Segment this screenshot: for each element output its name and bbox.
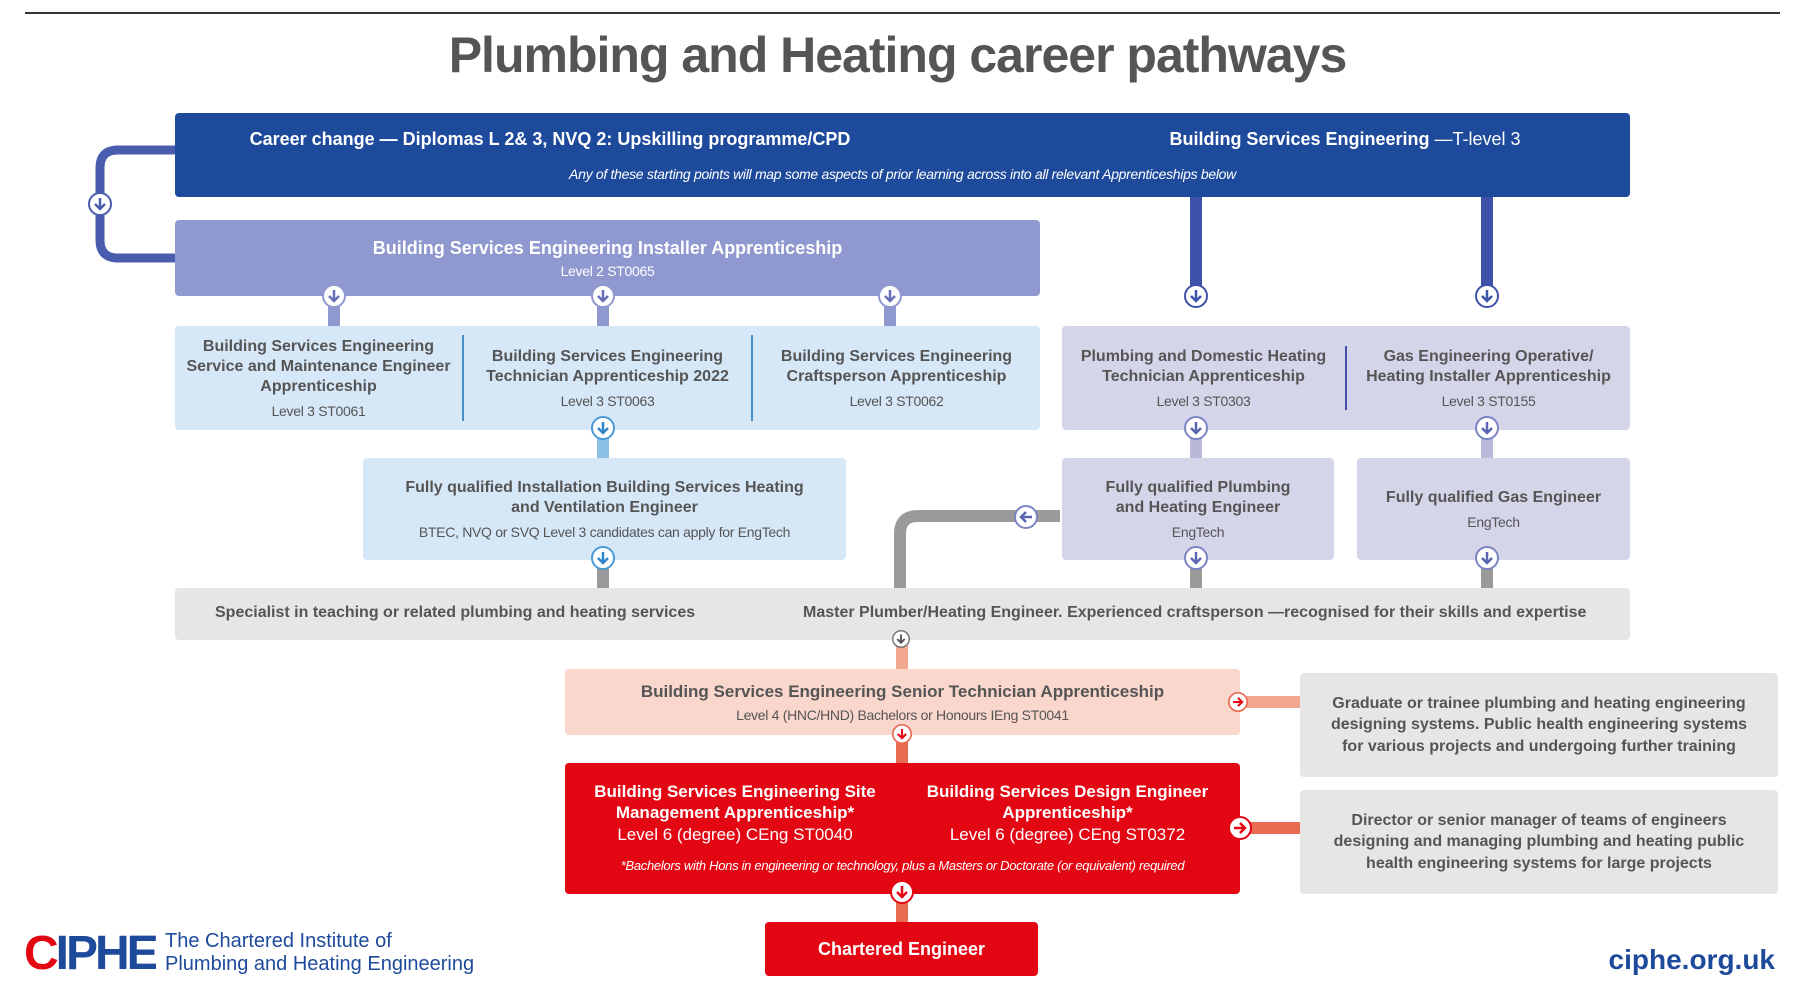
senior-technician-apprenticeship: Building Services Engineering Senior Tec…	[565, 669, 1240, 735]
arrow-down-icon	[1475, 546, 1499, 570]
arrow-down-icon	[591, 284, 615, 308]
design-engineer-sub: Level 6 (degree) CEng ST0372	[949, 825, 1186, 845]
gas-operative-apprenticeship: Gas Engineering Operative/ Heating Insta…	[1347, 326, 1630, 430]
plumbing-domestic-sub: Level 3 ST0303	[1156, 393, 1251, 409]
top-rule	[25, 12, 1780, 14]
banner-note: Any of these starting points will map so…	[569, 166, 1236, 182]
website-link[interactable]: ciphe.org.uk	[1608, 944, 1775, 975]
graduate-trainee-text: Graduate or trainee plumbing and heating…	[1330, 694, 1748, 755]
arrow-down-icon	[890, 880, 914, 904]
org-name-line1: The Chartered Institute of	[165, 930, 392, 952]
site-management-sub: Level 6 (degree) CEng ST0040	[617, 825, 853, 845]
fq-plumbing-sub: EngTech	[1171, 524, 1225, 540]
craftsperson-title: Building Services Engineering Craftspers…	[780, 348, 1013, 385]
divider	[751, 335, 753, 421]
level3-blue-group: Building Services Engineering Service an…	[175, 326, 1040, 430]
chartered-engineer: Chartered Engineer	[765, 922, 1038, 976]
site-management-title: Building Services Engineering Site Manag…	[594, 781, 876, 822]
arrow-down-icon	[1475, 284, 1499, 308]
fq-installation-title: Fully qualified Installation Building Se…	[405, 479, 804, 516]
technician-sub: Level 3 ST0063	[560, 393, 655, 409]
senior-technician-title: Building Services Engineering Senior Tec…	[640, 682, 1165, 702]
fq-installation-engineer: Fully qualified Installation Building Se…	[363, 458, 846, 560]
craftsperson-sub: Level 3 ST0062	[849, 393, 944, 409]
bse-label: Building Services Engineering	[1169, 129, 1430, 149]
tlevel-label: —T-level 3	[1429, 129, 1521, 149]
arrow-right-icon	[1228, 816, 1252, 840]
master-plumber-label: Master Plumber/Heating Engineer. Experie…	[803, 604, 1587, 621]
senior-technician-sub: Level 4 (HNC/HND) Bachelors or Honours I…	[736, 706, 1069, 723]
arrow-down-icon	[591, 416, 615, 440]
installer-apprenticeship: Building Services Engineering Installer …	[175, 220, 1040, 296]
arrow-down-icon	[878, 284, 902, 308]
arrow-down-icon	[1184, 416, 1208, 440]
service-maintenance-apprenticeship: Building Services Engineering Service an…	[175, 326, 462, 430]
arrow-left-icon	[1014, 505, 1038, 529]
level3-lavender-group: Plumbing and Domestic Heating Technician…	[1062, 326, 1630, 430]
plumbing-domestic-title: Plumbing and Domestic Heating Technician…	[1080, 348, 1327, 385]
fq-gas-title: Fully qualified Gas Engineer	[1385, 489, 1602, 506]
arrow-down-icon	[1475, 416, 1499, 440]
org-name-line2: Plumbing and Heating Engineering	[165, 953, 475, 975]
service-maintenance-sub: Level 3 ST0061	[271, 403, 366, 419]
gas-operative-title: Gas Engineering Operative/ Heating Insta…	[1366, 348, 1611, 385]
site-management-apprenticeship: Building Services Engineering Site Manag…	[575, 777, 895, 849]
divider	[1345, 346, 1347, 410]
arrow-down-icon	[892, 724, 912, 744]
fq-plumbing-title: Fully qualified Plumbing and Heating Eng…	[1105, 479, 1291, 516]
arrow-down-icon	[591, 546, 615, 570]
arrow-down-icon	[88, 192, 112, 216]
level6-apprenticeships: Building Services Engineering Site Manag…	[565, 763, 1240, 894]
arrow-right-icon	[1228, 692, 1248, 712]
teaching-specialist-label: Specialist in teaching or related plumbi…	[215, 604, 696, 621]
director-box: Director or senior manager of teams of e…	[1300, 790, 1778, 894]
arrow-down-icon	[1184, 284, 1208, 308]
installer-sub: Level 2 ST0065	[560, 263, 655, 280]
arrow-down-icon	[322, 284, 346, 308]
craftsperson-apprenticeship: Building Services Engineering Craftspers…	[753, 326, 1040, 430]
org-name: The Chartered Institute of Plumbing and …	[165, 930, 474, 976]
fq-plumbing-engineer: Fully qualified Plumbing and Heating Eng…	[1062, 458, 1334, 560]
graduate-trainee-box: Graduate or trainee plumbing and heating…	[1300, 673, 1778, 777]
level6-note: *Bachelors with Hons in engineering or t…	[620, 858, 1185, 873]
ciphe-logo-text: CIPHE	[24, 926, 159, 980]
divider	[462, 335, 464, 421]
design-engineer-apprenticeship: Building Services Design Engineer Appren…	[905, 777, 1230, 849]
bse-tlevel-label: Building Services Engineering —T-level 3	[1075, 129, 1615, 150]
technician-apprenticeship: Building Services Engineering Technician…	[464, 326, 751, 430]
career-change-label: Career change — Diplomas L 2& 3, NVQ 2: …	[249, 129, 851, 149]
chartered-engineer-label: Chartered Engineer	[817, 938, 986, 959]
plumbing-domestic-apprenticeship: Plumbing and Domestic Heating Technician…	[1062, 326, 1345, 430]
design-engineer-title: Building Services Design Engineer Appren…	[926, 781, 1209, 822]
fq-gas-engineer: Fully qualified Gas Engineer EngTech	[1357, 458, 1630, 560]
gas-operative-sub: Level 3 ST0155	[1441, 393, 1536, 409]
director-text: Director or senior manager of teams of e…	[1333, 811, 1745, 872]
fq-gas-sub: EngTech	[1467, 514, 1520, 530]
top-banner: Career change — Diplomas L 2& 3, NVQ 2: …	[175, 113, 1630, 197]
installer-title: Building Services Engineering Installer …	[372, 237, 843, 258]
ciphe-logo: CIPHE	[24, 926, 159, 980]
fq-installation-sub: BTEC, NVQ or SVQ Level 3 candidates can …	[418, 524, 791, 540]
arrow-down-icon	[1184, 546, 1208, 570]
technician-title: Building Services Engineering Technician…	[486, 348, 729, 385]
service-maintenance-title: Building Services Engineering Service an…	[186, 338, 451, 395]
arrow-down-icon	[892, 630, 910, 648]
page-title: Plumbing and Heating career pathways	[448, 27, 1348, 83]
